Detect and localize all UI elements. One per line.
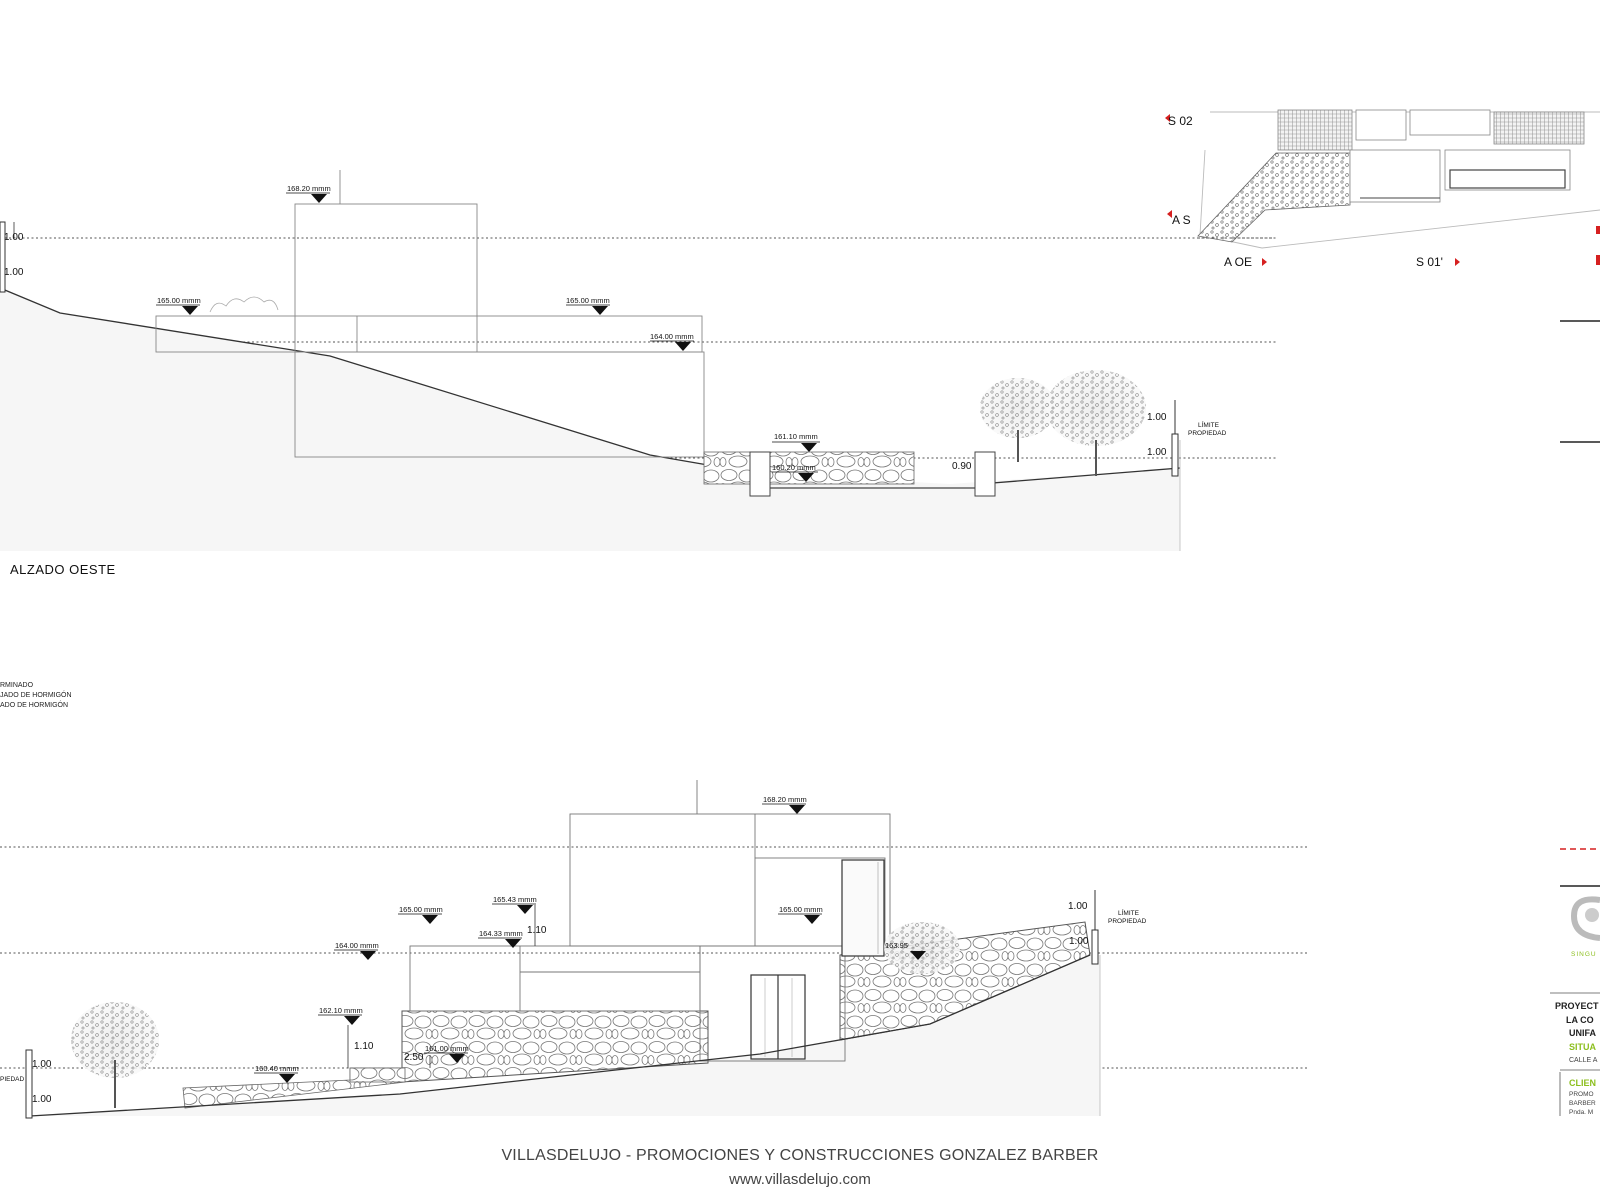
dimension-label: 1.00 bbox=[1147, 447, 1167, 458]
level-label: 165.00 mmm bbox=[566, 296, 610, 305]
tree-section-left bbox=[71, 1002, 159, 1108]
section-elevation-drawing: 168.20 mmm 165.43 mmm 165.00 mmm 165.00 … bbox=[0, 780, 1307, 1119]
brand-line: VILLASDELUJO - PROMOCIONES Y CONSTRUCCIO… bbox=[501, 1147, 1099, 1164]
level-label: 164.00 mmm bbox=[650, 332, 694, 341]
bush-section-right bbox=[884, 922, 960, 974]
key-plan-label: S 01' bbox=[1416, 255, 1443, 269]
client-line: BARBER bbox=[1569, 1100, 1596, 1107]
level-markers-west bbox=[182, 194, 817, 482]
website-link[interactable]: www.villasdelujo.com bbox=[729, 1171, 871, 1188]
client-label: CLIEN bbox=[1569, 1078, 1596, 1088]
level-label: 162.10 mmm bbox=[319, 1006, 363, 1015]
legend-item: RMINADO bbox=[0, 682, 34, 689]
logo-text: SINGU bbox=[1571, 951, 1597, 958]
level-label: 168.20 mmm bbox=[763, 795, 807, 804]
dimension-label: 1.00 bbox=[1069, 936, 1089, 947]
key-plan: S 02 A S A OE S 01' bbox=[1165, 109, 1600, 269]
dimension-lines-section bbox=[347, 905, 536, 1068]
dimension-label: 1.10 bbox=[354, 1041, 374, 1052]
project-line: LA CO bbox=[1566, 1015, 1594, 1025]
dimension-label: 1.00 bbox=[4, 267, 24, 278]
level-label: 165.00 mmm bbox=[157, 296, 201, 305]
tree-west-2 bbox=[1046, 370, 1146, 476]
project-line: UNIFA bbox=[1569, 1028, 1597, 1038]
door bbox=[750, 974, 806, 1060]
level-label: 161.10 mmm bbox=[774, 432, 818, 441]
section-markers bbox=[1165, 114, 1600, 266]
dimension-label: 1.00 bbox=[1147, 412, 1167, 423]
dimension-label: 2.50 bbox=[404, 1052, 424, 1063]
key-plan-label: A OE bbox=[1224, 255, 1252, 269]
key-plan-label: A S bbox=[1172, 213, 1191, 227]
level-label: 160.20 mmm bbox=[772, 463, 816, 472]
legend-item: ADO DE HORMIGÓN bbox=[0, 700, 68, 709]
level-label: 160.40 mmm bbox=[255, 1064, 299, 1073]
boundary-label: LÍMITE bbox=[1198, 420, 1220, 429]
boundary-label: PROPIEDAD bbox=[1188, 430, 1227, 437]
house-section bbox=[409, 780, 891, 1062]
level-label: 163.95 bbox=[885, 941, 908, 950]
level-label: 165.00 mmm bbox=[779, 905, 823, 914]
company-logo: SINGU bbox=[1570, 896, 1600, 958]
level-label: 165.00 mmm bbox=[399, 905, 443, 914]
dimension-label: 1.10 bbox=[527, 925, 547, 936]
level-label: 161.00 mmm bbox=[425, 1044, 469, 1053]
tree-west-1 bbox=[980, 378, 1056, 462]
project-line: PROYECT bbox=[1555, 1001, 1599, 1011]
level-underlines-west bbox=[156, 192, 820, 473]
level-label: 168.20 mmm bbox=[287, 184, 331, 193]
level-label: 164.00 mmm bbox=[335, 941, 379, 950]
title-block: SINGU PROYECT LA CO UNIFA SITUA CALLE A … bbox=[1550, 320, 1600, 1116]
drawing-title: ALZADO OESTE bbox=[10, 562, 116, 577]
legend-item: JADO DE HORMIGÓN bbox=[0, 690, 72, 699]
legend: RMINADO JADO DE HORMIGÓN ADO DE HORMIGÓN bbox=[0, 682, 72, 709]
situation-label: SITUA bbox=[1569, 1042, 1597, 1052]
dimension-label: 1.00 bbox=[4, 232, 24, 243]
glass-panel bbox=[841, 859, 885, 957]
client-line: PROMO bbox=[1569, 1091, 1594, 1098]
level-label: 165.43 mmm bbox=[493, 895, 537, 904]
dimension-label: 1.00 bbox=[32, 1094, 52, 1105]
level-underlines-section bbox=[254, 803, 822, 1074]
key-plan-label: S 02 bbox=[1168, 114, 1193, 128]
address-text: CALLE A bbox=[1569, 1057, 1598, 1064]
boundary-label: LÍMITE bbox=[1118, 908, 1140, 917]
level-label: 164.33 mmm bbox=[479, 929, 523, 938]
terrain-section bbox=[30, 955, 1100, 1116]
dimension-label: 1.00 bbox=[32, 1059, 52, 1070]
dimension-label: 1.00 bbox=[1068, 901, 1088, 912]
dimension-label: 0.90 bbox=[952, 461, 972, 472]
west-elevation-drawing: 168.20 mmm 165.00 mmm 165.00 mmm 164.00 … bbox=[0, 170, 1276, 577]
client-line: Pnda. M bbox=[1569, 1109, 1593, 1116]
level-markers-section bbox=[279, 805, 926, 1083]
cut-label: PIEDAD bbox=[0, 1076, 25, 1083]
boundary-label: PROPIEDAD bbox=[1108, 918, 1147, 925]
house-west bbox=[155, 170, 705, 458]
